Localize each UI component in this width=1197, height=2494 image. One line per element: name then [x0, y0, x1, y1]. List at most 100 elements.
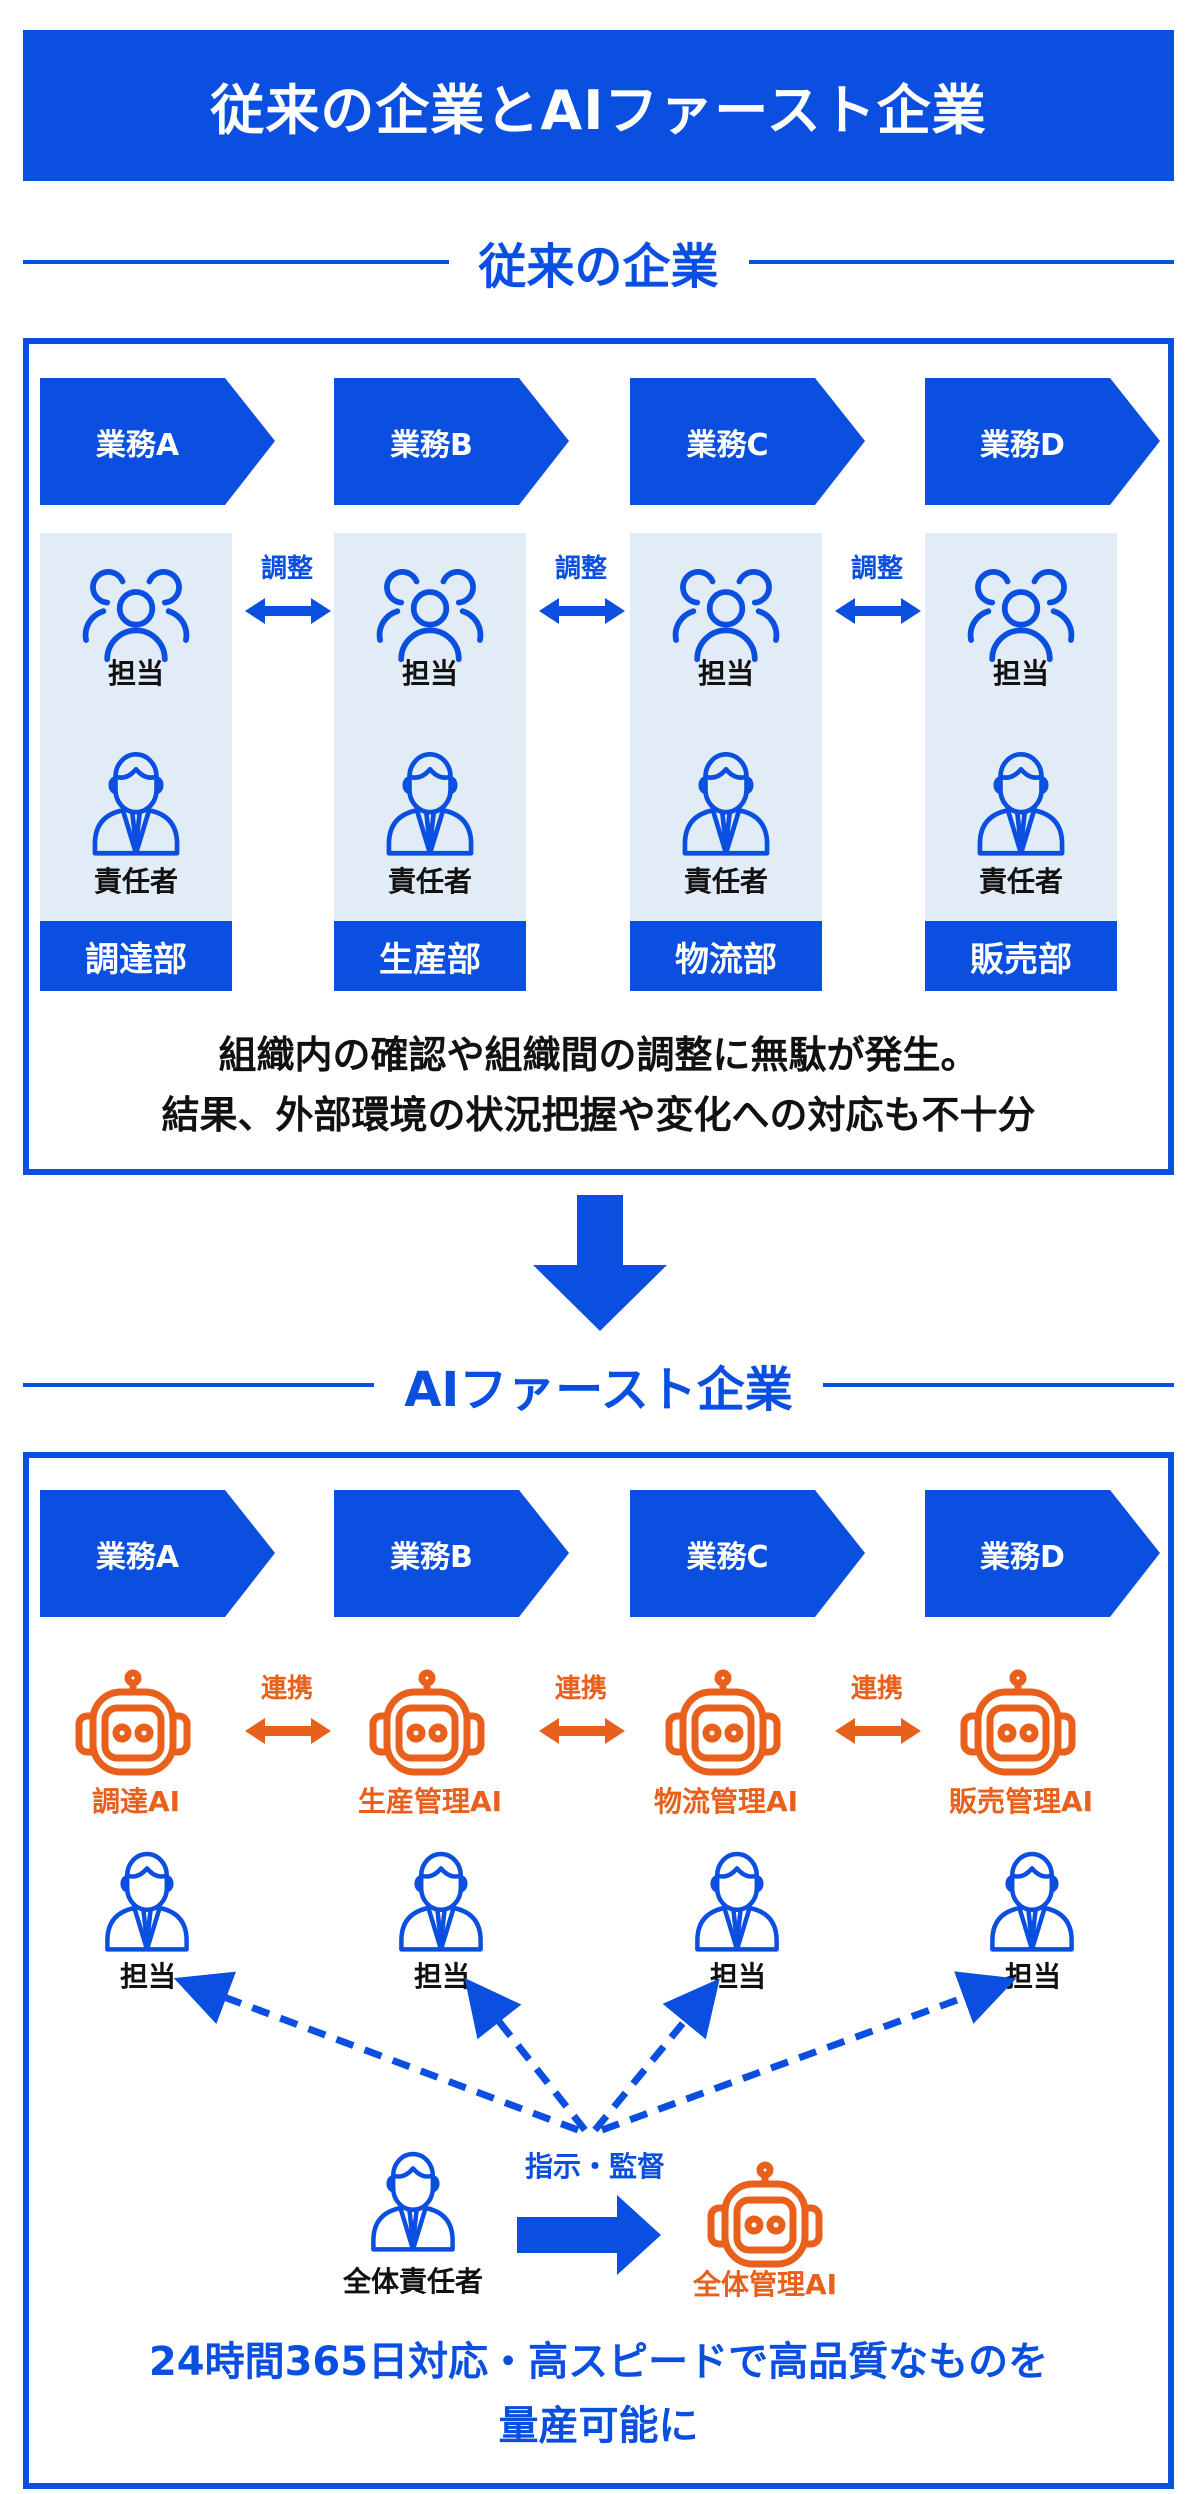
task-chevron: 業務C [630, 378, 865, 505]
businessman-icon [102, 1845, 192, 1953]
businessman-icon [396, 1845, 486, 1953]
page-title: 従来の企業とAIファースト企業 [23, 30, 1174, 181]
divider [23, 260, 449, 264]
task-chevron: 業務D [925, 1490, 1160, 1617]
businessman-icon [88, 745, 184, 857]
businessman-icon [973, 745, 1069, 857]
section-heading: AIファースト企業 [404, 1362, 793, 1418]
dashed-arrow [173, 1971, 580, 2134]
people-group-icon [668, 568, 784, 664]
double-arrow-icon [539, 1718, 625, 1744]
summary-line: 量産可能に [498, 2403, 699, 2449]
task-label: 業務B [390, 427, 473, 463]
ai-agent-label: 調達AI [91, 1785, 181, 1818]
staff-label: 担当 [697, 657, 754, 690]
task-label: 業務A [95, 1539, 180, 1575]
task-label: 業務D [980, 427, 1065, 463]
overall-manager-label: 全体責任者 [342, 2265, 483, 2298]
staff-label: 担当 [107, 657, 164, 690]
ai-agent-label: 物流管理AI [653, 1785, 799, 1818]
robot-icon [958, 1668, 1078, 1778]
department-label: 生産部 [334, 921, 526, 991]
right-arrow-icon [517, 2195, 661, 2275]
ai-first-summary: 24時間365日対応・高スピードで高品質なものを 量産可能に [23, 2330, 1174, 2458]
collaboration-label: 連携 [850, 1674, 903, 1704]
double-arrow-icon [835, 598, 921, 624]
task-label: 業務C [686, 427, 769, 463]
robot-icon [663, 1668, 783, 1778]
businessman-icon [382, 745, 478, 857]
task-label: 業務D [980, 1539, 1065, 1575]
task-chevron: 業務B [334, 1490, 569, 1617]
ai-agent-label: 販売管理AI [948, 1785, 1094, 1818]
divider [748, 260, 1175, 264]
chevron-shape [630, 378, 865, 505]
double-arrow-icon [835, 1718, 921, 1744]
chevron-shape [630, 1490, 865, 1617]
summary-line: 24時間365日対応・高スピードで高品質なものを [148, 2339, 1049, 2385]
people-group-icon [372, 568, 488, 664]
task-chevron: 業務C [630, 1490, 865, 1617]
collaboration-label: 連携 [554, 1674, 607, 1704]
department-column [925, 533, 1117, 921]
instruction-label: 指示・監督 [524, 2150, 665, 2183]
department-label: 物流部 [630, 921, 822, 991]
chevron-shape [334, 378, 569, 505]
robot-icon [705, 2160, 825, 2270]
manager-label: 責任者 [683, 865, 768, 898]
businessman-icon [692, 1845, 782, 1953]
task-chevron: 業務B [334, 378, 569, 505]
task-chevron: 業務A [40, 378, 275, 505]
summary-line: 結果、外部環境の状況把握や変化への対応も不十分 [161, 1093, 1036, 1137]
section-heading: 従来の企業 [478, 239, 719, 295]
chevron-shape [925, 1490, 1160, 1617]
staff-label: 担当 [992, 657, 1049, 690]
coordination-label: 調整 [260, 554, 313, 584]
businessman-icon [678, 745, 774, 857]
divider [822, 1383, 1175, 1387]
coordination-label: 調整 [850, 554, 903, 584]
chevron-shape [925, 378, 1160, 505]
department-column [40, 533, 232, 921]
double-arrow-icon [245, 1718, 331, 1744]
overall-ai-label: 全体管理AI [692, 2268, 838, 2301]
staff-label: 担当 [119, 1960, 176, 1993]
traditional-summary: 組織内の確認や組織間の調整に無駄が発生。 結果、外部環境の状況把握や変化への対応… [23, 1025, 1174, 1145]
double-arrow-icon [245, 598, 331, 624]
robot-icon [73, 1668, 193, 1778]
dashed-arrow [600, 1971, 1017, 2134]
people-group-icon [78, 568, 194, 664]
task-label: 業務C [686, 1539, 769, 1575]
manager-label: 責任者 [93, 865, 178, 898]
people-group-icon [963, 568, 1079, 664]
section-title-ai-first: AIファースト企業 [23, 1350, 1175, 1420]
chevron-shape [334, 1490, 569, 1617]
summary-line: 組織内の確認や組織間の調整に無駄が発生。 [218, 1033, 979, 1077]
dashed-arrow [592, 1978, 720, 2133]
manager-label: 責任者 [978, 865, 1063, 898]
divider [23, 1383, 375, 1387]
manager-label: 責任者 [387, 865, 472, 898]
robot-icon [367, 1668, 487, 1778]
businessman-icon [987, 1845, 1077, 1953]
section-title-traditional: 従来の企業 [23, 227, 1175, 297]
task-chevron: 業務A [40, 1490, 275, 1617]
task-label: 業務A [95, 427, 180, 463]
ai-agent-label: 生産管理AI [357, 1785, 503, 1818]
double-arrow-icon [539, 598, 625, 624]
collaboration-label: 連携 [260, 1674, 313, 1704]
department-column [334, 533, 526, 921]
task-label: 業務B [390, 1539, 473, 1575]
staff-label: 担当 [413, 1960, 470, 1993]
ai-first-panel [23, 1452, 1174, 2489]
businessman-icon [368, 2145, 458, 2253]
task-chevron: 業務D [925, 378, 1160, 505]
department-label: 販売部 [925, 921, 1117, 991]
chevron-shape [40, 1490, 275, 1617]
dashed-arrow [464, 1978, 588, 2133]
down-arrow-icon [533, 1195, 667, 1331]
instruction-arrows [173, 1971, 1017, 2134]
staff-label: 担当 [401, 657, 458, 690]
department-column [630, 533, 822, 921]
chevron-shape [40, 378, 275, 505]
